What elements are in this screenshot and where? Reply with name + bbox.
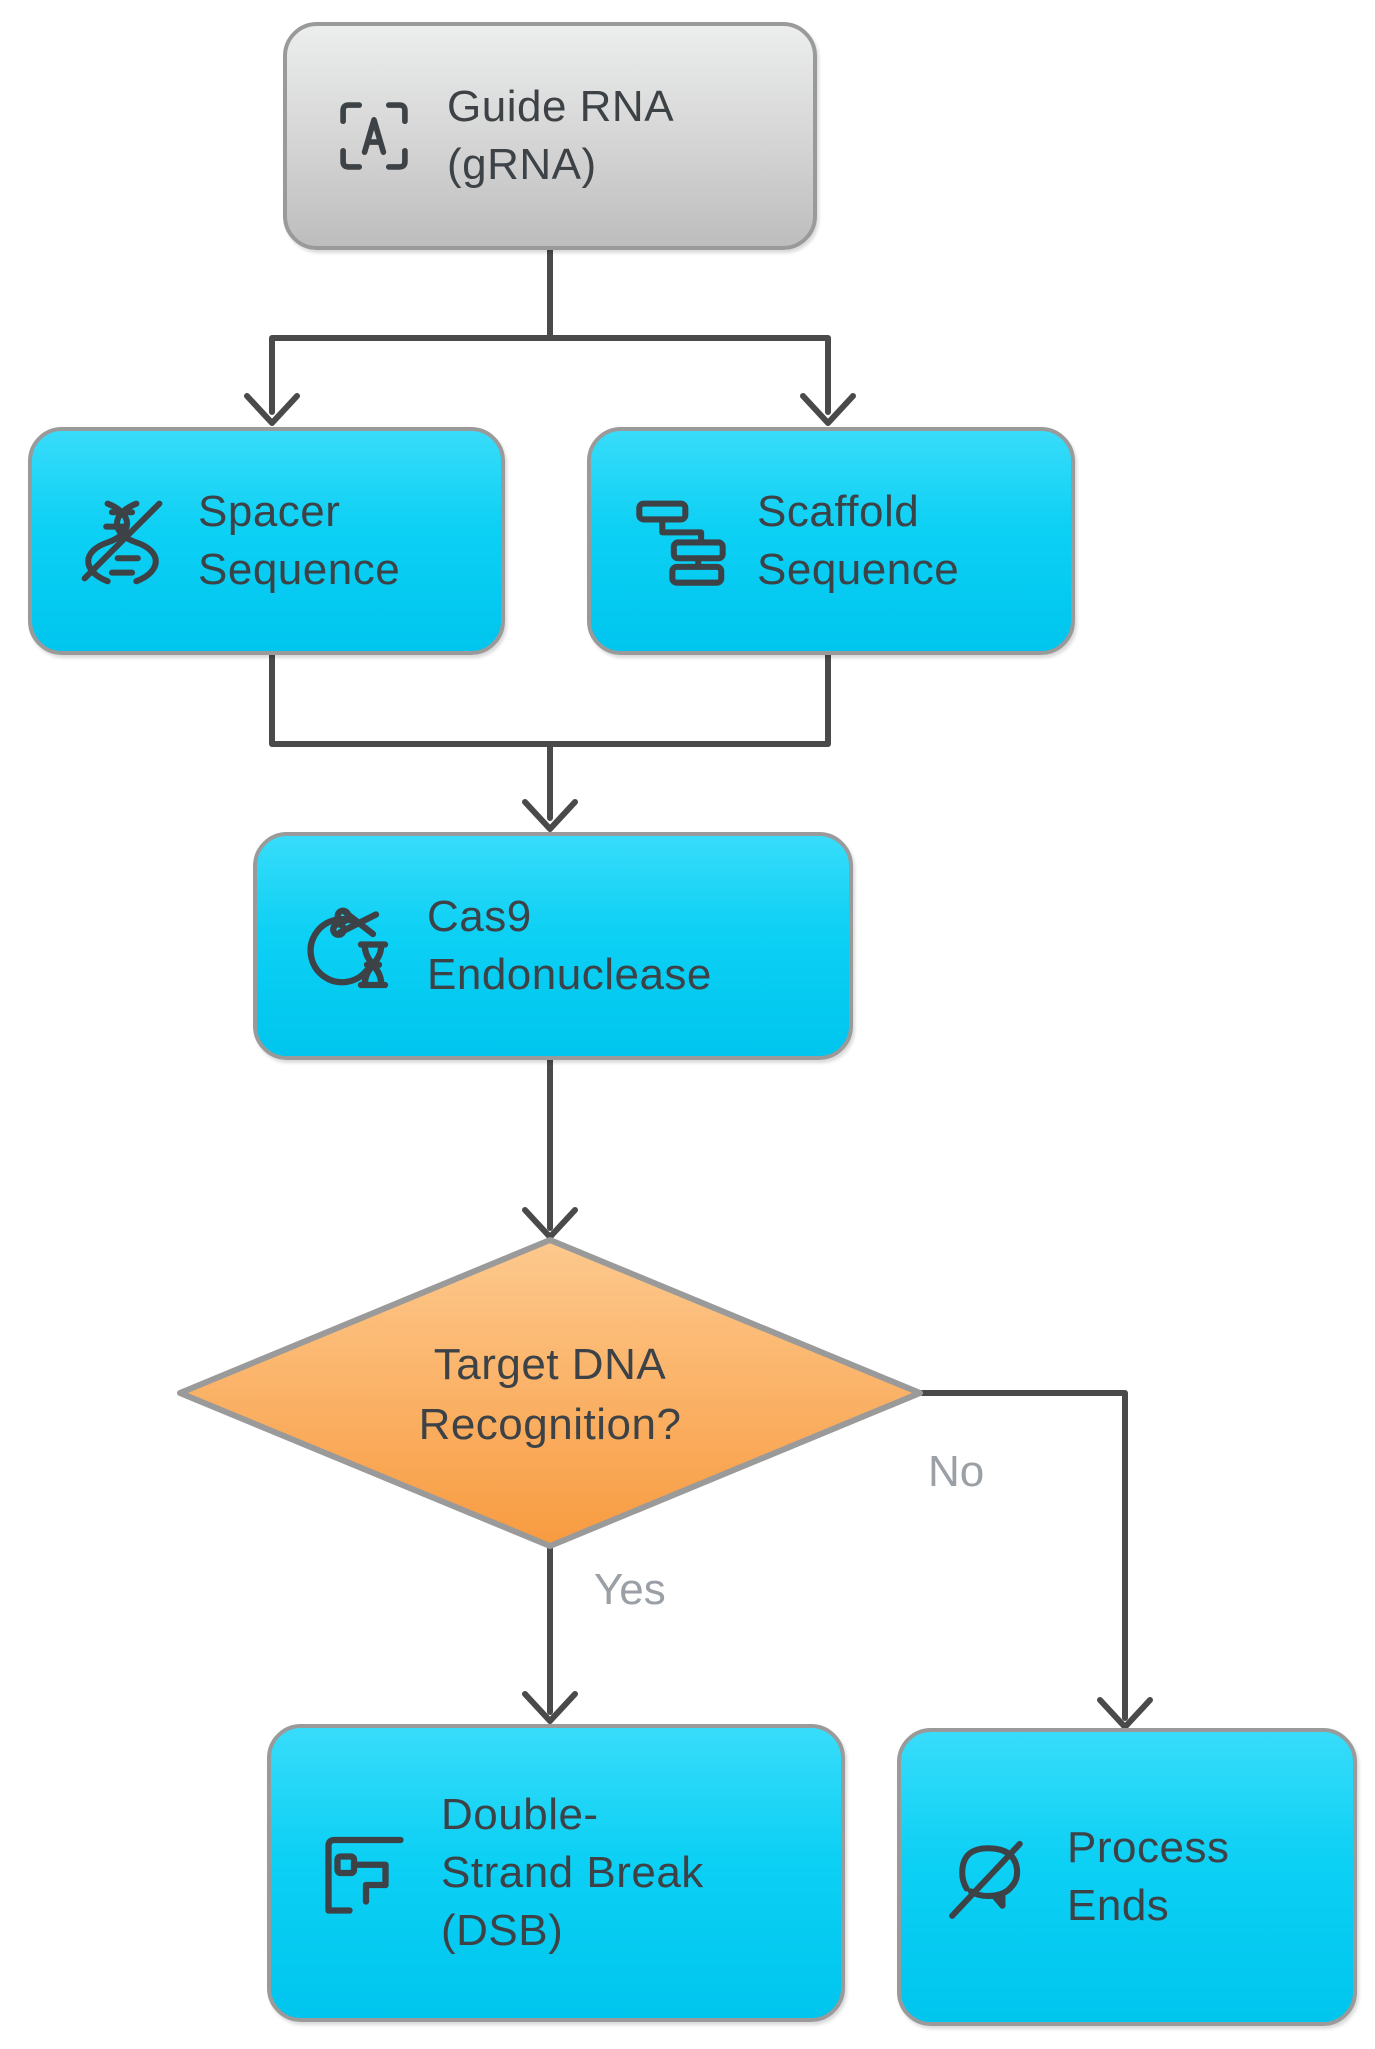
node-label: Spacer Sequence: [198, 487, 401, 594]
edge-label-no: No: [928, 1447, 985, 1496]
node-guide-rna: Guide RNA (gRNA): [283, 22, 817, 250]
arrowhead-to-scaffold: [800, 393, 856, 426]
node-label: Guide RNA (gRNA): [447, 82, 675, 189]
edge-label-yes: Yes: [594, 1565, 666, 1614]
node-decision-label: Target DNA Recognition?: [418, 1340, 682, 1449]
node-label: Scaffold Sequence: [757, 487, 960, 594]
node-spacer-sequence: Spacer Sequence: [28, 427, 505, 655]
node-cas9-endonuclease: Cas9 Endonuclease: [253, 832, 853, 1060]
node-scaffold-sequence: Scaffold Sequence: [587, 427, 1075, 655]
node-label: Cas9 Endonuclease: [427, 892, 712, 999]
scissors-dna-icon: [301, 898, 397, 994]
dna-off-icon: [76, 495, 168, 587]
node-label: Process Ends: [1067, 1823, 1230, 1930]
scan-text-icon: [331, 93, 417, 179]
edge-merge-cas9: [269, 652, 831, 821]
arrowhead-to-cas9: [522, 799, 578, 832]
arrowhead-to-process-ends: [1097, 1697, 1153, 1730]
node-process-ends: Process Ends: [897, 1728, 1357, 2026]
edge-guide-split: [269, 247, 831, 415]
decision-diamond: [177, 1237, 923, 1549]
message-off-icon: [945, 1831, 1037, 1923]
corner-frame-icon: [315, 1825, 411, 1921]
node-label: Double- Strand Break (DSB): [441, 1790, 704, 1955]
node-double-strand-break: Double- Strand Break (DSB): [267, 1724, 845, 2022]
arrowhead-to-spacer: [244, 393, 300, 426]
arrowhead-to-dsb: [522, 1691, 578, 1724]
hierarchy-icon: [635, 495, 727, 587]
edge-decision-process-ends: [919, 1390, 1128, 1721]
